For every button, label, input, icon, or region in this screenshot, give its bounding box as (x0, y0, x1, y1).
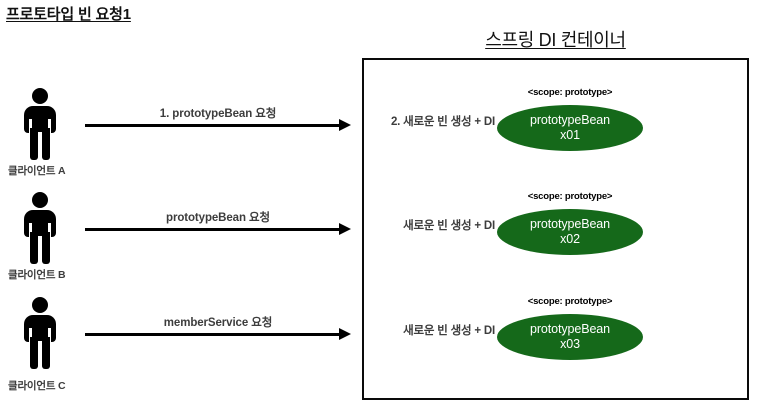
scope-label-1: <scope: prototype> (527, 87, 613, 98)
arrow-shaft (85, 228, 340, 231)
arrow-label-1: 1. prototypeBean 요청 (159, 108, 277, 120)
client-label-a: 클라이언트 A (8, 165, 66, 177)
arrow-head (339, 119, 351, 131)
person-arm-gap-right (48, 328, 51, 343)
arrow-label-2: prototypeBean 요청 (166, 212, 270, 224)
prototype-bean-1: prototypeBean x01 (497, 105, 643, 151)
person-icon (18, 192, 62, 264)
arrow-right-icon-2 (85, 223, 351, 235)
di-label-1: 2. 새로운 빈 생성 + DI (390, 116, 495, 128)
arrow-right-icon-1 (85, 119, 351, 131)
person-leg-right (42, 232, 50, 264)
person-leg-left (30, 128, 38, 160)
arrow-head (339, 328, 351, 340)
person-leg-left (30, 337, 38, 369)
person-arm-gap-right (48, 119, 51, 134)
bean-id-2: x02 (560, 232, 580, 246)
bean-name-3: prototypeBean (529, 322, 610, 336)
di-label-3: 새로운 빈 생성 + DI (403, 325, 495, 337)
person-leg-gap (38, 132, 42, 160)
person-arm-gap-left (29, 119, 32, 134)
arrow-head (339, 223, 351, 235)
client-label-b: 클라이언트 B (8, 269, 66, 281)
prototype-bean-2: prototypeBean x02 (497, 209, 643, 255)
person-arm-gap-left (29, 223, 32, 238)
bean-id-1: x01 (560, 128, 580, 142)
bean-id-3: x03 (560, 337, 580, 351)
person-head (32, 192, 48, 208)
arrow-shaft (85, 333, 340, 336)
person-leg-gap (38, 236, 42, 264)
prototype-bean-3: prototypeBean x03 (497, 314, 643, 360)
scope-label-2: <scope: prototype> (527, 191, 613, 202)
person-leg-right (42, 337, 50, 369)
person-icon (18, 88, 62, 160)
person-head (32, 297, 48, 313)
bean-name-1: prototypeBean (529, 113, 610, 127)
di-container-title: 스프링 DI 컨테이너 (485, 30, 626, 50)
person-arm-gap-right (48, 223, 51, 238)
person-leg-left (30, 232, 38, 264)
client-label-c: 클라이언트 C (8, 380, 66, 392)
bean-name-2: prototypeBean (529, 217, 610, 231)
di-label-2: 새로운 빈 생성 + DI (403, 220, 495, 232)
person-leg-right (42, 128, 50, 160)
person-head (32, 88, 48, 104)
scope-label-3: <scope: prototype> (527, 296, 613, 307)
person-arm-gap-left (29, 328, 32, 343)
person-icon (18, 297, 62, 369)
arrow-shaft (85, 124, 340, 127)
person-leg-gap (38, 341, 42, 369)
page-title: 프로토타입 빈 요청1 (6, 6, 131, 23)
arrow-right-icon-3 (85, 328, 351, 340)
arrow-label-3: memberService 요청 (163, 317, 273, 329)
